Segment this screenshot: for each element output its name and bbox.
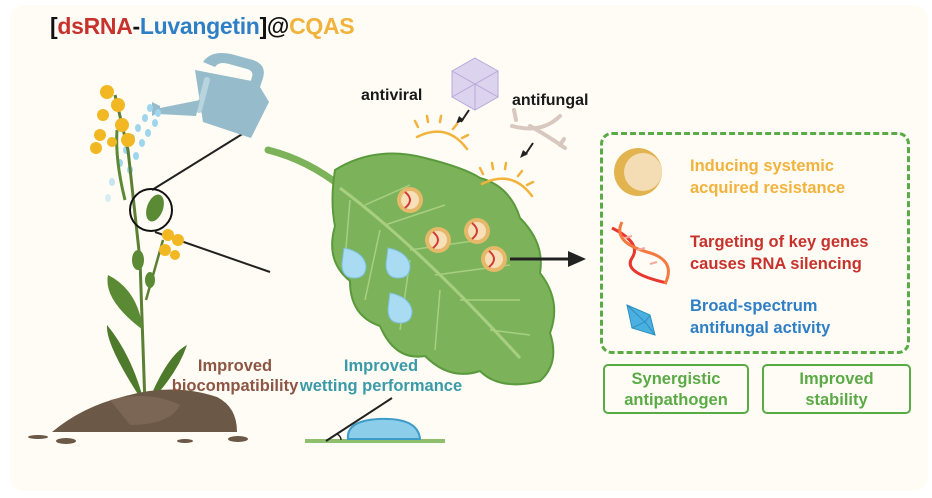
- box-line1: Synergistic: [631, 370, 721, 388]
- crystal-icon: [626, 304, 656, 336]
- title-bracket-close: ]@: [259, 13, 290, 39]
- box-line2: antipathogen: [624, 391, 728, 409]
- shield-arcs-icon: [413, 114, 535, 198]
- feature-systemic-resistance: Inducing systemic acquired resistance: [690, 155, 845, 199]
- nanoparticle-icon: [464, 218, 490, 244]
- nanoparticle-icon: [397, 187, 423, 213]
- rapeseed-plant-icon: [106, 94, 187, 406]
- wetting-label: Improved wetting performance: [296, 356, 466, 396]
- soil-mound-icon: [28, 389, 248, 444]
- leaf-icon: [264, 146, 556, 386]
- box-line2: stability: [805, 391, 868, 409]
- droplets-on-leaf: [341, 247, 413, 324]
- title-cqas: CQAS: [289, 13, 355, 39]
- biocompat-line2: biocompatibility: [171, 377, 299, 395]
- biocompat-line1: Improved: [197, 357, 273, 375]
- virus-icon: [451, 57, 499, 111]
- nanoparticle-icon: [481, 246, 507, 272]
- nanoparticle-sphere-icon: [614, 148, 662, 196]
- feature-line2: acquired resistance: [690, 179, 845, 197]
- improved-stability-box: Improved stability: [762, 364, 911, 414]
- zoom-line-top: [151, 127, 253, 191]
- contact-angle-icon: [305, 397, 445, 443]
- feature-line1: Inducing systemic: [690, 157, 834, 175]
- feature-antifungal-activity: Broad-spectrum antifungal activity: [690, 295, 830, 339]
- magnifier-circle: [129, 188, 173, 232]
- title-luvangetin: Luvangetin: [139, 13, 260, 39]
- arrow-right-icon: [510, 251, 586, 267]
- feature-line1: Broad-spectrum: [690, 297, 818, 315]
- biocompatibility-label: Improved biocompatibility: [170, 356, 300, 396]
- page-title: [dsRNA-Luvangetin]@CQAS: [50, 13, 355, 40]
- yellow-flowers-icon: [90, 85, 184, 260]
- wetting-line1: Improved: [343, 357, 419, 375]
- title-bracket-open: [: [50, 13, 58, 39]
- feature-line1: Targeting of key genes: [690, 233, 869, 251]
- nanoparticle-icon: [425, 227, 451, 253]
- nanoparticles-on-leaf: [397, 187, 507, 272]
- antiviral-label: antiviral: [361, 87, 423, 104]
- box-line1: Improved: [799, 370, 874, 388]
- feature-line2: antifungal activity: [690, 319, 831, 337]
- title-hyphen: -: [132, 13, 141, 39]
- wetting-line2: wetting performance: [299, 377, 463, 395]
- dna-helix-icon: [611, 221, 670, 285]
- feature-rna-silencing: Targeting of key genes causes RNA silenc…: [690, 231, 869, 275]
- synergistic-antipathogen-box: Synergistic antipathogen: [603, 364, 749, 414]
- antifungal-label: antifungal: [512, 92, 589, 109]
- feature-line2: causes RNA silencing: [690, 255, 862, 273]
- title-dsrna: dsRNA: [57, 13, 133, 39]
- fungus-hyphae-icon: [510, 108, 567, 150]
- watering-can-icon: [152, 53, 269, 138]
- features-dashed-box: [600, 132, 910, 354]
